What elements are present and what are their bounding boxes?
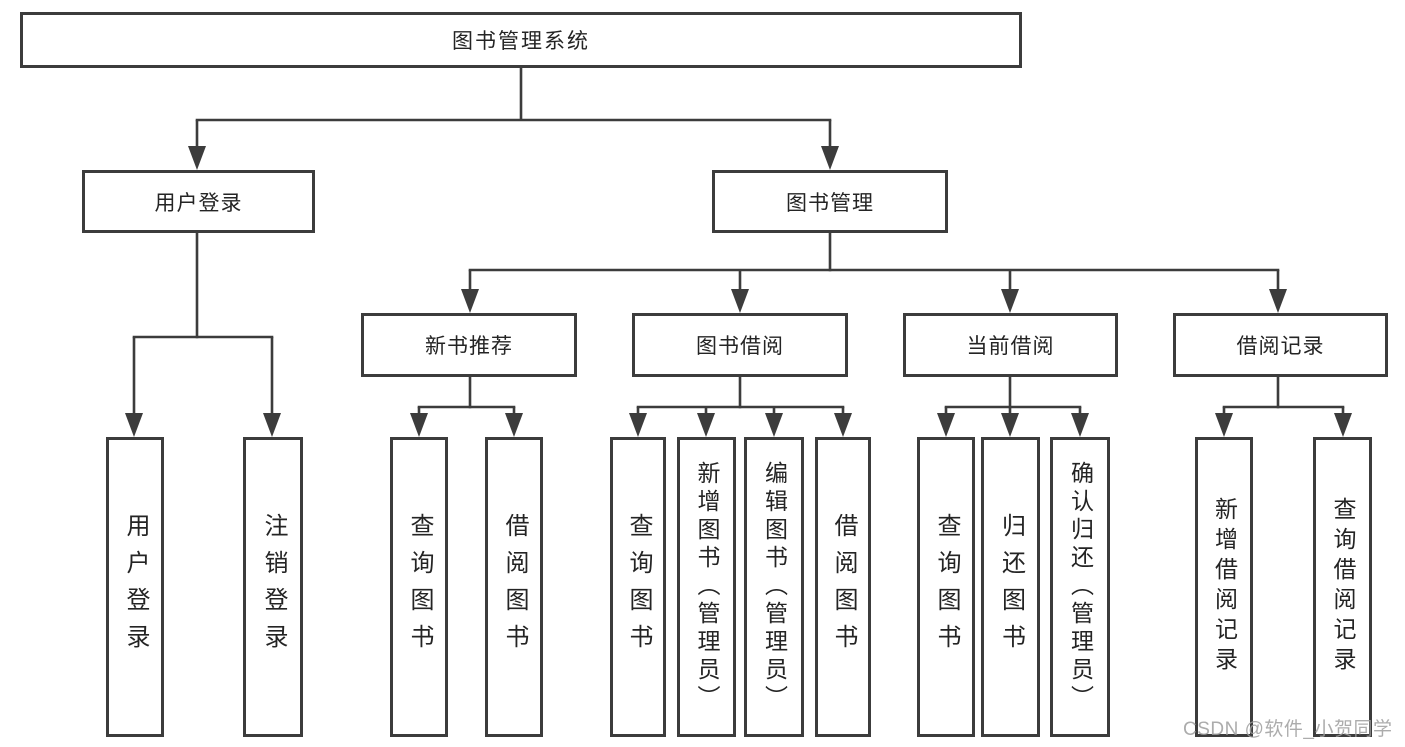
leaf-borrow-books: 借阅图书	[815, 437, 871, 737]
node-label: 图书管理	[786, 191, 874, 215]
leaf-label: 新增借阅记录	[1211, 497, 1238, 677]
node-label: 借阅记录	[1236, 335, 1325, 358]
leaf-label: 注销登录	[260, 513, 287, 661]
leaf-label: 确认归还（管理员）	[1067, 461, 1094, 713]
node-user-login: 用户登录	[82, 170, 315, 233]
node-book-borrow: 图书借阅	[632, 313, 848, 377]
leaf-logout: 注销登录	[243, 437, 303, 737]
leaf-query-borrow-record: 查询借阅记录	[1313, 437, 1372, 737]
node-book-management: 图书管理	[712, 170, 948, 233]
leaf-label: 查询图书	[625, 513, 652, 661]
node-borrow-records: 借阅记录	[1173, 313, 1388, 377]
node-library-management-system: 图书管理系统	[20, 12, 1022, 68]
leaf-confirm-return-admin: 确认归还（管理员）	[1050, 437, 1110, 737]
leaf-query-books-current: 查询图书	[917, 437, 975, 737]
leaf-query-books-borrow: 查询图书	[610, 437, 666, 737]
node-label: 用户登录	[154, 191, 243, 215]
node-current-borrow: 当前借阅	[903, 313, 1118, 377]
node-label: 新书推荐	[425, 335, 513, 358]
leaf-add-borrow-record: 新增借阅记录	[1195, 437, 1253, 737]
leaf-label: 归还图书	[997, 513, 1025, 661]
node-new-book-recommend: 新书推荐	[361, 313, 577, 377]
leaf-label: 查询图书	[933, 513, 960, 661]
node-label: 图书借阅	[696, 335, 784, 358]
leaf-edit-books-admin: 编辑图书（管理员）	[744, 437, 804, 737]
leaf-add-books-admin: 新增图书（管理员）	[677, 437, 736, 737]
leaf-label: 借阅图书	[830, 513, 857, 661]
leaf-label: 借阅图书	[501, 513, 528, 661]
leaf-query-books-recommend: 查询图书	[390, 437, 448, 737]
leaf-label: 用户登录	[122, 513, 149, 661]
watermark-text: CSDN @软件_小贺同学	[1183, 719, 1393, 740]
node-label: 图书管理系统	[452, 30, 590, 53]
node-label: 当前借阅	[966, 335, 1055, 358]
leaf-label: 编辑图书（管理员）	[761, 461, 788, 713]
leaf-return-books: 归还图书	[981, 437, 1040, 737]
leaf-label: 新增图书（管理员）	[694, 461, 720, 713]
leaf-label: 查询图书	[406, 513, 433, 661]
leaf-user-login: 用户登录	[106, 437, 164, 737]
leaf-label: 查询借阅记录	[1330, 497, 1356, 677]
arrowhead-icons	[125, 146, 1352, 437]
leaf-borrow-books-recommend: 借阅图书	[485, 437, 543, 737]
